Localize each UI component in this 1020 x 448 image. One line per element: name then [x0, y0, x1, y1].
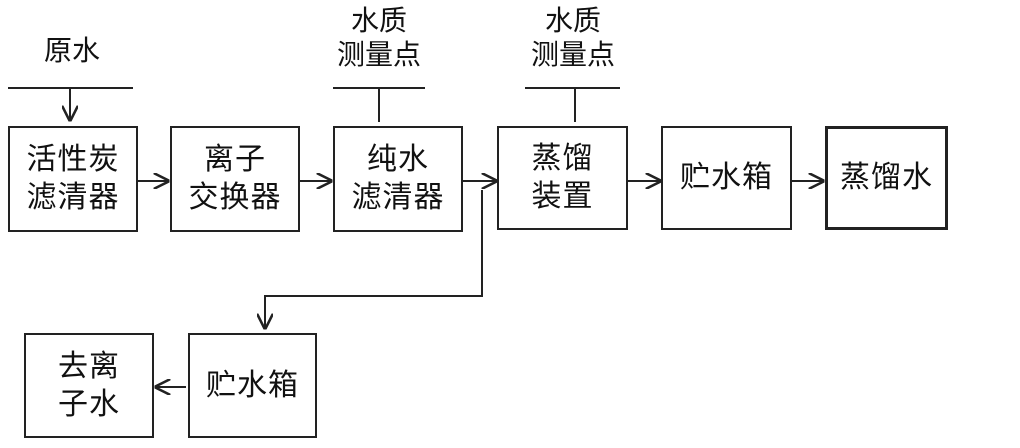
storage-tank-top-label: 贮水箱 — [680, 160, 773, 195]
raw-water-label: 原水 — [43, 34, 100, 67]
activated-carbon-filter-label: 活性炭 滤清器 — [26, 142, 120, 215]
pure-water-filter-box: 纯水 滤清器 — [333, 126, 463, 232]
storage-tank-bottom-label: 贮水箱 — [206, 367, 299, 403]
distillation-unit-box: 蒸馏 装置 — [497, 126, 628, 230]
pure-water-filter-label: 纯水 滤清器 — [351, 142, 445, 215]
quality-point-1-label: 水质 测量点 — [336, 4, 421, 71]
branch-to-bottom-tank — [265, 190, 483, 328]
storage-tank-bottom-box: 贮水箱 — [188, 333, 317, 438]
quality-point-2-label: 水质 测量点 — [530, 4, 615, 71]
ion-exchanger-box: 离子 交换器 — [170, 126, 300, 232]
ion-exchanger-label: 离子 交换器 — [188, 142, 282, 215]
storage-tank-top-box: 贮水箱 — [661, 126, 792, 230]
distilled-water-label: 蒸馏水 — [840, 160, 933, 195]
deionized-water-label: 去离 子水 — [58, 348, 120, 422]
deionized-water-box: 去离 子水 — [24, 333, 154, 438]
distillation-unit-label: 蒸馏 装置 — [531, 141, 594, 214]
distilled-water-box: 蒸馏水 — [825, 126, 948, 230]
activated-carbon-filter-box: 活性炭 滤清器 — [8, 126, 138, 232]
